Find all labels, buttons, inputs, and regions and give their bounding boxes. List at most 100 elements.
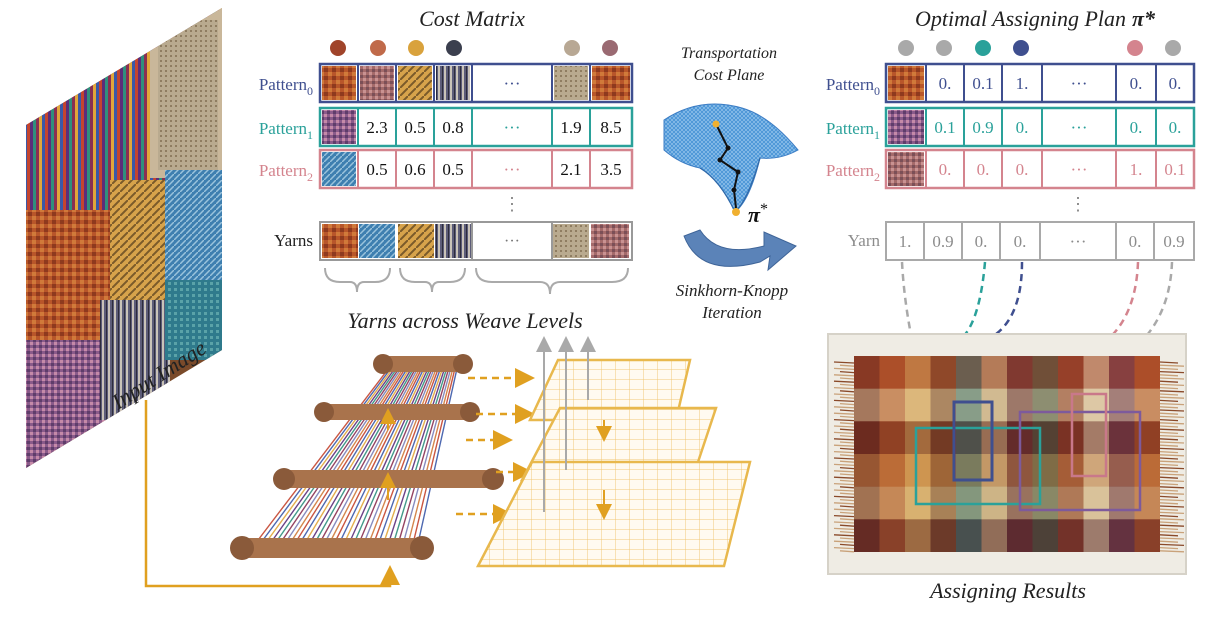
sinkhorn-line2: Iteration bbox=[701, 303, 762, 322]
plan-cell-value: 0. bbox=[1016, 118, 1029, 137]
plan-cell-value: 1. bbox=[1016, 74, 1029, 93]
yarn-swatch bbox=[359, 224, 395, 258]
plan-yarn-value: 1. bbox=[899, 232, 912, 251]
plan-cell-value: ··· bbox=[1071, 118, 1088, 137]
pattern-swatch bbox=[322, 66, 356, 100]
plan-cell-value: 0. bbox=[1169, 74, 1182, 93]
yarn-swatch bbox=[435, 224, 471, 258]
plan-cell-value: 1. bbox=[1130, 160, 1143, 179]
plan-table: Pattern0 0. 0.1 1. ··· 0. 0. Pattern1 0.1 0.9 0. ··… bbox=[826, 62, 1196, 214]
loom-illustration bbox=[230, 354, 504, 560]
grid-to-yarns-arrows bbox=[536, 336, 596, 512]
cost-cell-value: 8.5 bbox=[600, 118, 621, 137]
weave-grid-level-3 bbox=[475, 460, 752, 568]
plan-yarn-value: 0.9 bbox=[932, 232, 953, 251]
cost-cell-value: 2.3 bbox=[366, 118, 387, 137]
plan-yarn-value: ··· bbox=[1070, 232, 1087, 251]
plan-cell-value: ··· bbox=[1071, 74, 1088, 93]
cost-cell-value: 0.5 bbox=[442, 160, 463, 179]
cost-cell-value: 0.6 bbox=[404, 160, 425, 179]
yarns-row: ··· bbox=[319, 221, 633, 261]
pattern-swatch bbox=[398, 66, 432, 100]
sinkhorn-line1: Sinkhorn-Knopp bbox=[676, 281, 788, 300]
loom-beam-2 bbox=[314, 402, 480, 422]
color-dot bbox=[370, 40, 386, 56]
plan-cell-value: 0. bbox=[939, 74, 952, 93]
loom-warp-threads bbox=[251, 363, 459, 549]
pattern-swatch bbox=[554, 66, 588, 100]
cost-cell-value: 1.9 bbox=[560, 118, 581, 137]
color-dot bbox=[330, 40, 346, 56]
plan-cell-value: 0.9 bbox=[972, 118, 993, 137]
sinkhorn-iteration-arrow bbox=[683, 229, 797, 272]
cost-matrix-color-dots bbox=[330, 40, 618, 56]
plan-cell-value: 0. bbox=[977, 160, 990, 179]
plan-yarn-label: Yarn bbox=[848, 231, 881, 250]
pattern-swatch bbox=[322, 110, 356, 144]
input-image: Input Image bbox=[26, 8, 222, 468]
cost-cell-value: 0.5 bbox=[366, 160, 387, 179]
plan-yarn-value: 0. bbox=[1129, 232, 1142, 251]
color-dot bbox=[1165, 40, 1181, 56]
pattern-swatch bbox=[888, 110, 924, 144]
transport-title-line2: Cost Plane bbox=[694, 67, 765, 84]
woven-rug bbox=[833, 356, 1185, 553]
plan-vdots: ⋮ bbox=[1069, 194, 1087, 214]
plan-yarn-value: 0.9 bbox=[1163, 232, 1184, 251]
yarn-swatch bbox=[553, 224, 589, 258]
pattern-swatch bbox=[436, 66, 470, 100]
color-dot bbox=[975, 40, 991, 56]
pattern-swatch bbox=[360, 66, 394, 100]
cost-cell-value: 0.8 bbox=[442, 118, 463, 137]
pattern-swatch bbox=[592, 66, 630, 100]
transport-pi-label: π* bbox=[748, 201, 768, 227]
plan-cell-value: 0.1 bbox=[934, 118, 955, 137]
cost-row-label: Pattern1 bbox=[259, 119, 313, 142]
transport-cost-surface bbox=[663, 103, 799, 216]
cost-cell-value: ··· bbox=[504, 118, 521, 137]
input-to-loom-arrow bbox=[144, 400, 400, 588]
transport-title-line1: Transportation bbox=[681, 45, 777, 62]
color-dot bbox=[936, 40, 952, 56]
assignment-box-teal bbox=[914, 426, 1042, 506]
plan-cell-value: 0. bbox=[1130, 118, 1143, 137]
yarn-swatch bbox=[322, 224, 358, 258]
color-dot bbox=[446, 40, 462, 56]
plan-cell-value: 0.1 bbox=[1164, 160, 1185, 179]
plan-row-label: Pattern0 bbox=[826, 75, 880, 98]
loom-to-grid-arrows bbox=[456, 368, 535, 524]
pattern-swatch bbox=[888, 66, 924, 100]
plan-yarn-value: 0. bbox=[975, 232, 988, 251]
yarns-row-label: Yarns bbox=[274, 231, 313, 250]
cost-cell-value: 2.1 bbox=[560, 160, 581, 179]
assignment-box-navy bbox=[952, 400, 994, 482]
cost-matrix-title: Cost Matrix bbox=[419, 6, 525, 31]
yarns-ellipsis: ··· bbox=[504, 233, 520, 250]
color-dot bbox=[898, 40, 914, 56]
color-dot bbox=[1127, 40, 1143, 56]
plan-cell-value: 0.1 bbox=[972, 74, 993, 93]
color-dot bbox=[1013, 40, 1029, 56]
color-dot bbox=[564, 40, 580, 56]
cost-cell-value: 0.5 bbox=[404, 118, 425, 137]
weave-level-grids bbox=[475, 358, 752, 568]
plan-cell-value: ··· bbox=[1071, 160, 1088, 179]
yarns-levels-label: Yarns across Weave Levels bbox=[347, 308, 582, 333]
cost-cell-value: ··· bbox=[504, 74, 521, 93]
cost-row-label: Pattern2 bbox=[259, 161, 313, 184]
loom-beam-top bbox=[373, 354, 473, 374]
color-dot bbox=[602, 40, 618, 56]
plan-row-label: Pattern1 bbox=[826, 119, 880, 142]
pattern-swatch bbox=[888, 152, 924, 186]
plan-cell-value: 0. bbox=[1169, 118, 1182, 137]
assigning-results-image bbox=[827, 333, 1187, 575]
cost-vdots: ⋮ bbox=[503, 194, 521, 214]
cost-cell-value: 3.5 bbox=[600, 160, 621, 179]
results-label: Assigning Results bbox=[928, 578, 1086, 603]
plan-cell-value: 0. bbox=[939, 160, 952, 179]
loom-beam-bottom bbox=[230, 536, 434, 560]
plan-cell-value: 0. bbox=[1130, 74, 1143, 93]
plan-cell-value: 0. bbox=[1016, 160, 1029, 179]
weave-level-braces bbox=[324, 267, 629, 295]
